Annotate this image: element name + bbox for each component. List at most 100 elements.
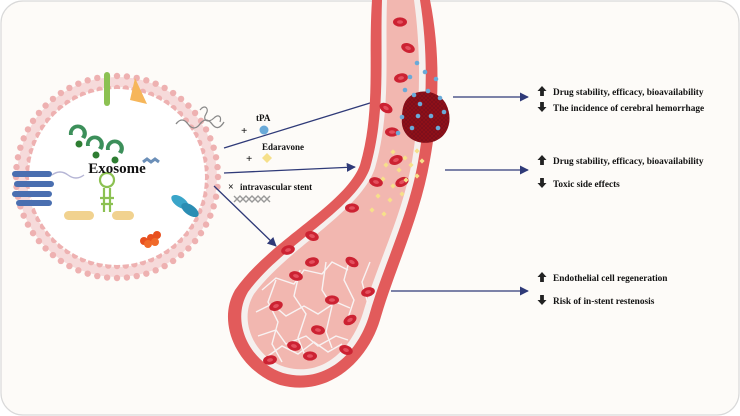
thrombus (401, 91, 450, 143)
red-blood-cell (361, 287, 375, 297)
arrow-up-icon (537, 86, 547, 96)
edaravone-particle (369, 207, 375, 213)
dna-coil-2 (199, 106, 222, 123)
arrow-down-icon (537, 178, 547, 188)
nucleic-acid-fragment (142, 157, 160, 164)
combo-stent: × intravascular stent (228, 182, 312, 203)
edaravone-particle (375, 193, 381, 199)
lipid-cargo-2 (112, 211, 134, 220)
tpa-particle (414, 60, 420, 66)
arrow-to-thrombus (223, 97, 384, 149)
outcome-text: Drug stability, efficacy, bioavailabilit… (553, 157, 704, 167)
edaravone-particle (419, 158, 425, 164)
edaravone-particle (383, 162, 389, 168)
lipid-head (143, 77, 150, 84)
lipid-head (161, 84, 168, 92)
lipid-head (123, 274, 131, 281)
arrow-to-stent (213, 185, 277, 247)
outcome-text: The incidence of cerebral hemorrhage (553, 104, 704, 114)
lipid-head (20, 212, 27, 219)
dna-coil (175, 119, 225, 129)
lipid-head (169, 89, 177, 97)
red-blood-cell (345, 203, 359, 213)
lipid-head (214, 163, 221, 171)
lipid-head (123, 73, 131, 80)
combo-name: tPA (256, 113, 271, 123)
lipid-head (133, 272, 140, 280)
red-blood-cell (305, 231, 319, 241)
lipid-head (177, 95, 185, 103)
red-blood-cell (325, 295, 339, 305)
lipid-head (113, 72, 121, 80)
red-blood-cell (269, 301, 283, 311)
combo-symbol: × (228, 182, 234, 193)
tpa-particle (415, 113, 421, 119)
lipid-head (13, 163, 20, 171)
edaravone-particles (369, 148, 425, 217)
tpa-particle (395, 130, 401, 136)
red-blood-cell (343, 314, 357, 326)
lipid-head (20, 135, 27, 142)
arrow-down-icon (537, 102, 547, 112)
lipid-head (185, 245, 192, 252)
red-blood-cell (369, 177, 383, 187)
red-blood-cell (389, 155, 403, 165)
combo-name: intravascular stent (240, 182, 312, 192)
lipid-head (49, 251, 57, 259)
tpa-particle (433, 76, 439, 82)
lipid-head (49, 95, 57, 103)
lipid-head (152, 80, 159, 87)
outcome-text: Endothelial cell regeneration (553, 274, 668, 284)
combo-symbol: + (241, 125, 247, 137)
exosome: Exosome (12, 72, 222, 282)
stent-icon (233, 195, 271, 203)
lipid-head (35, 237, 43, 245)
tpa-particle (441, 109, 447, 115)
lipid-head (17, 144, 24, 151)
red-blood-cell (305, 257, 319, 267)
lipid-head (197, 117, 205, 125)
tpa-particle (425, 88, 431, 94)
tpa-particle (435, 125, 441, 131)
lipid-head (35, 109, 43, 117)
red-blood-cell (303, 351, 317, 361)
combo-edaravone: + Edaravone (246, 142, 304, 165)
tpa-particles (395, 60, 447, 136)
outcome-list: Drug stability, efficacy, bioavailabilit… (537, 86, 704, 307)
lipid-head (161, 262, 168, 270)
arrow-up-icon (537, 272, 547, 282)
red-blood-cell (281, 245, 295, 255)
lipid-head (169, 257, 177, 265)
tpa-icon (259, 125, 269, 135)
edaravone-particle (414, 148, 420, 154)
combo-name: Edaravone (262, 142, 304, 152)
tpa-particle (422, 69, 428, 75)
lipid-head (197, 229, 205, 237)
lipid-head (24, 221, 32, 228)
edaravone-particle (402, 155, 408, 161)
lipid-head (210, 144, 217, 151)
lipid-head (210, 203, 217, 210)
red-blood-cell (311, 325, 325, 335)
lipid-head (57, 257, 65, 265)
edaravone-particle (399, 191, 405, 197)
combo-tpa: + tPA (241, 113, 271, 137)
arrow-down-icon (537, 295, 547, 305)
edaravone-particle (396, 167, 402, 173)
membrane-protein-cluster (140, 231, 161, 248)
edaravone-particle (403, 177, 409, 183)
lipid-head (24, 126, 32, 133)
exosome-label: Exosome (88, 161, 146, 177)
lipid-head (191, 109, 199, 117)
lipid-head (207, 212, 214, 219)
membrane-protein-orange (130, 78, 147, 104)
red-blood-cell (385, 127, 399, 137)
red-blood-cell (289, 271, 303, 281)
lipid-head (113, 274, 121, 282)
edaravone-particle (390, 149, 396, 155)
lipid-head (75, 80, 82, 87)
red-blood-cell (401, 43, 415, 53)
lipid-head (103, 274, 111, 281)
